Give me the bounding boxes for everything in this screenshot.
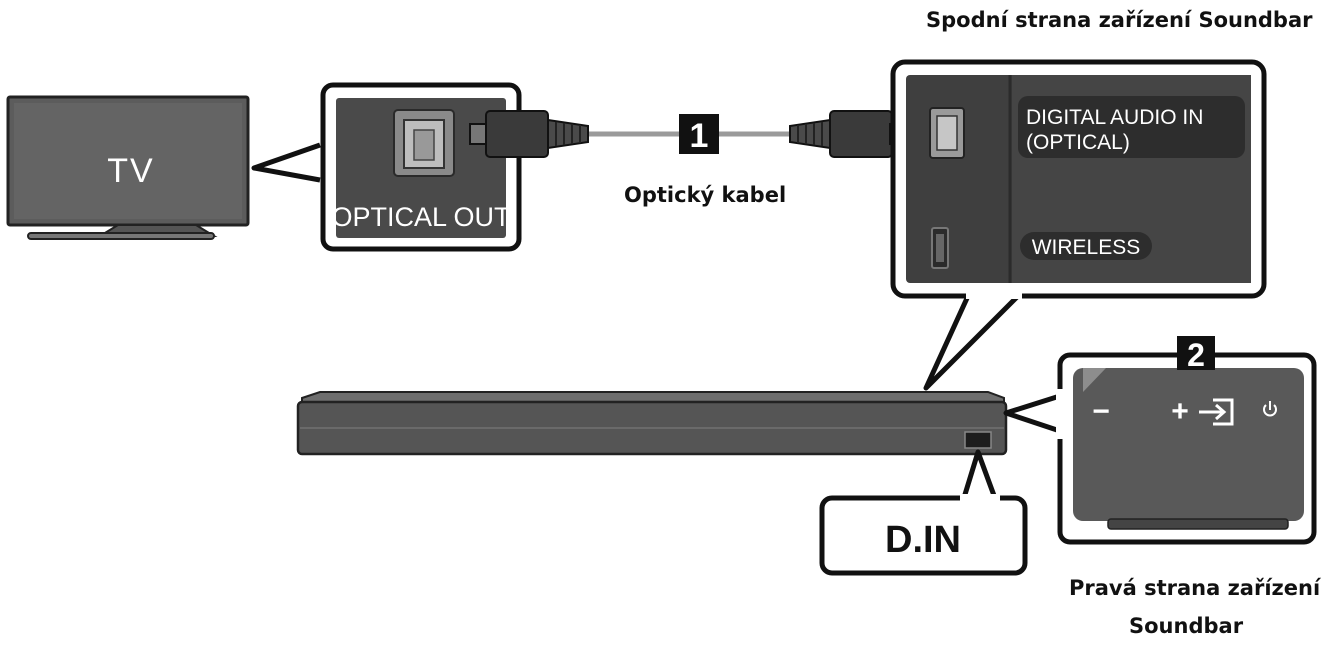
source-input-icon: [1199, 398, 1234, 426]
soundbar-right-panel: 2 − +: [1056, 336, 1317, 545]
step-1-label: 1: [690, 117, 709, 155]
wireless-pill: [1020, 232, 1152, 260]
optical-plug-icon: [469, 110, 589, 158]
step-2-badge: [1177, 336, 1215, 370]
optical-out-label: OPTICAL OUT: [331, 202, 510, 232]
step-2-label: 2: [1187, 337, 1205, 373]
right-side-caption-2: Soundbar: [1129, 614, 1244, 638]
d-in-callout: [960, 449, 999, 502]
tv-label: TV: [107, 152, 154, 190]
cable-caption: Optický kabel: [624, 183, 787, 207]
digital-audio-in-label-2: (OPTICAL): [1026, 131, 1130, 154]
bottom-panel-callout: [923, 294, 1020, 391]
optical-cable: 1: [469, 110, 913, 158]
power-icon: [1263, 401, 1277, 417]
volume-up-label: +: [1171, 395, 1189, 428]
d-in-box: D.IN: [819, 494, 1028, 576]
right-side-caption-1: Pravá strana zařízení: [1069, 576, 1321, 600]
right-panel-callout: [1003, 392, 1064, 435]
wireless-label: WIRELESS: [1032, 236, 1141, 259]
soundbar: [296, 391, 1008, 456]
usb-port-icon: [931, 227, 949, 269]
tv: TV: [6, 95, 250, 240]
d-in-label: D.IN: [885, 519, 961, 561]
tv-callout: [251, 142, 321, 183]
optical-port-icon: [393, 109, 455, 177]
d-in-port: [964, 431, 992, 449]
digital-audio-in-pill: [1018, 96, 1245, 158]
digital-audio-in-label: DIGITAL AUDIO IN: [1026, 106, 1203, 129]
optical-out-box: OPTICAL OUT: [320, 82, 522, 252]
bottom-side-caption: Spodní strana zařízení Soundbar: [926, 8, 1313, 32]
volume-down-label: −: [1092, 395, 1110, 428]
step-1-badge: [679, 114, 719, 154]
optical-port-icon: [929, 107, 965, 159]
soundbar-bottom-panel: DIGITAL AUDIO IN (OPTICAL) WIRELESS: [890, 59, 1267, 299]
